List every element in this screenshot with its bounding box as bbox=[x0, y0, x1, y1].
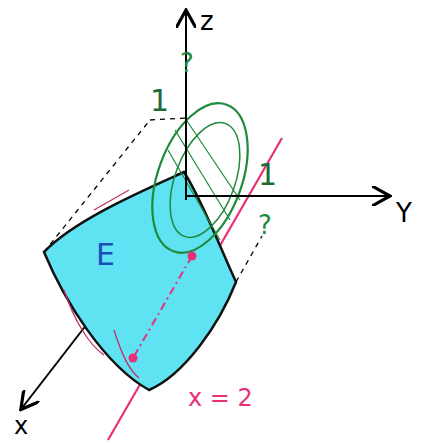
bound-value: 1 bbox=[150, 86, 169, 116]
region-label: E bbox=[96, 240, 115, 270]
axis-label: Y bbox=[396, 200, 412, 226]
unknown-mark: ? bbox=[180, 50, 194, 76]
region-outline bbox=[34, 150, 244, 405]
axis-label: x bbox=[14, 414, 28, 438]
bound-value: 1 bbox=[258, 160, 277, 190]
unknown-mark: ? bbox=[258, 212, 272, 238]
plane-label: x = 2 bbox=[188, 386, 253, 410]
solid-region: E bbox=[34, 150, 244, 405]
axis-label: z bbox=[200, 8, 214, 34]
